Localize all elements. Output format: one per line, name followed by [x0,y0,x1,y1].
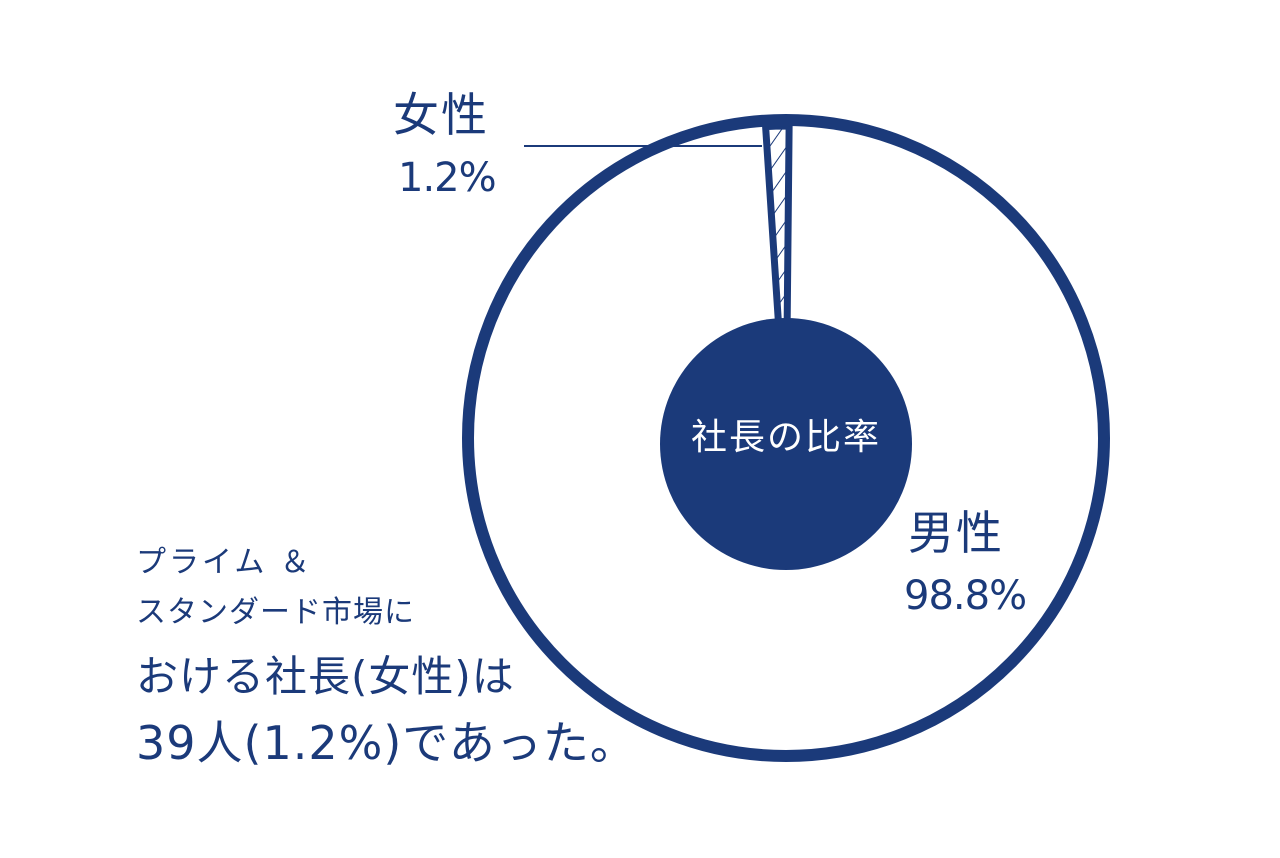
outer-ring [462,114,1110,762]
slice-label-female: 女性 [393,88,489,142]
center-label: 社長の比率 [690,417,881,458]
slice-label-male: 男性 [908,506,1004,560]
note-line-4: 39人(1.2%)であった。 [136,716,637,770]
center-disc [660,318,912,570]
note-line-3: おける社長(女性)は [136,652,515,701]
note-line-1: プライム ＆ [136,545,313,580]
note-line-2: スタンダード市場に [136,595,415,630]
slice-percent-male: 98.8% [904,573,1027,619]
slice-percent-female: 1.2% [398,155,497,201]
